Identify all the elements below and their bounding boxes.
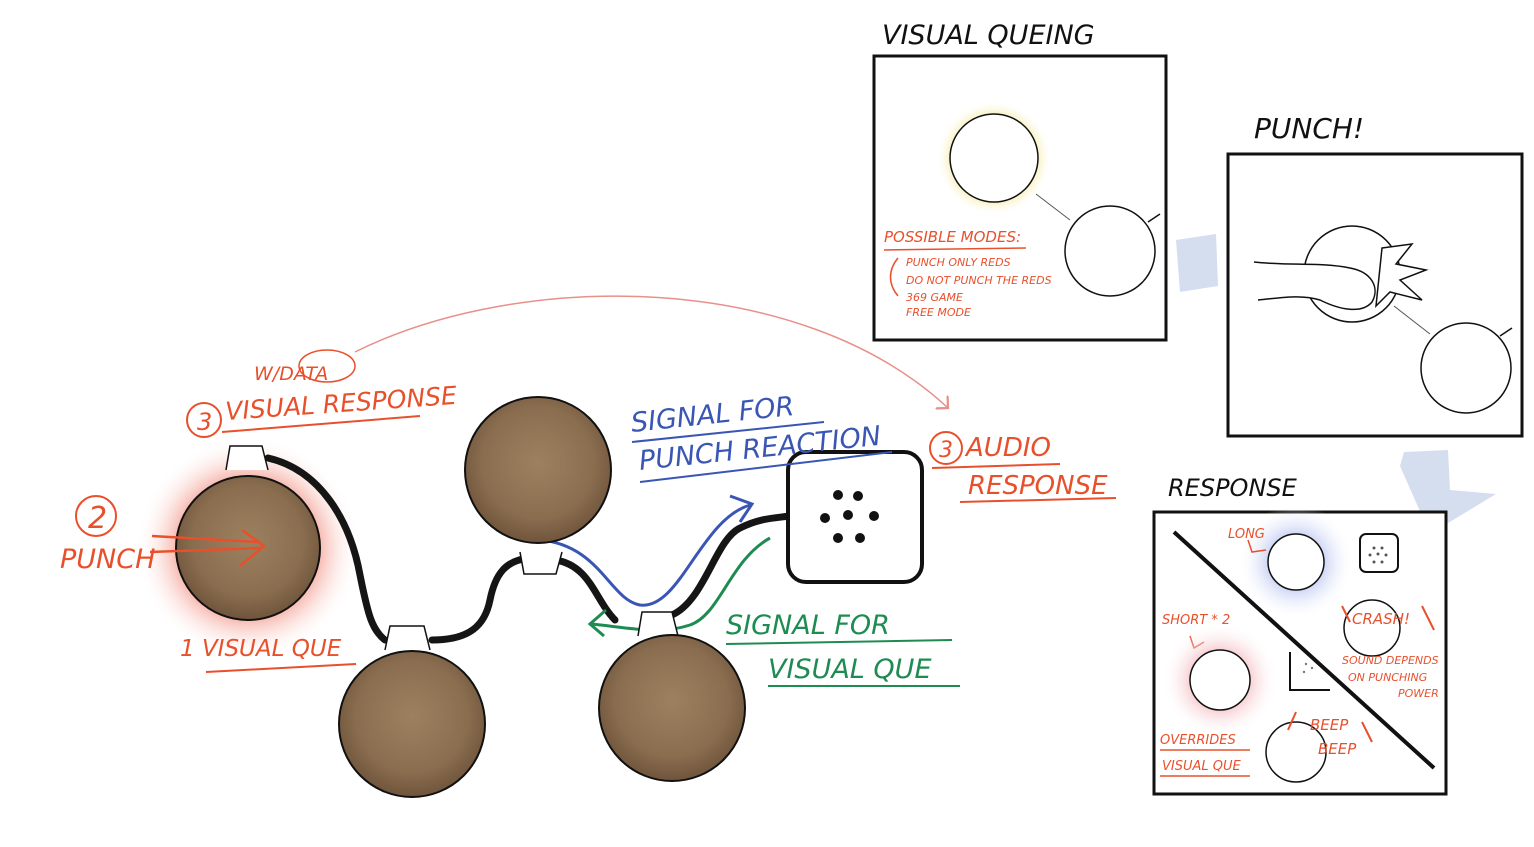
punch-cable [1393, 305, 1431, 335]
connector-pad2 [384, 625, 431, 651]
cable-pad2-to-pad3 [428, 554, 534, 644]
long-pad [1267, 533, 1325, 591]
crash-lines [1341, 605, 1435, 631]
step3b-underline2 [959, 497, 1117, 503]
beep-pad [1265, 721, 1327, 783]
connector-pad1 [225, 445, 269, 471]
panel-punch-title: PUNCH! [1254, 112, 1364, 145]
signal-visual-line2: VISUAL QUE [768, 654, 932, 685]
mini-speaker-2 [1289, 652, 1330, 691]
sound-note-line3: POWER [1398, 687, 1439, 700]
step3b-underline1 [931, 463, 1061, 469]
step3b-circle [929, 431, 963, 465]
overrides-line1: OVERRIDES [1160, 733, 1236, 748]
signal-punch-underline2 [639, 451, 893, 483]
punch-arrows [149, 528, 267, 567]
step3b-label-line2: RESPONSE [968, 471, 1108, 501]
mini-speaker-2-holes [1302, 662, 1314, 674]
step2-circle [75, 495, 117, 537]
cable-pad1-to-pad2 [264, 454, 389, 644]
step1-underline [205, 663, 357, 673]
connector-pad4 [637, 611, 679, 637]
short-pad [1189, 649, 1251, 711]
cable-pad4-to-speaker [668, 512, 794, 619]
panel-response-title: RESPONSE [1168, 474, 1298, 502]
sound-note-line1: SOUND DEPENDS [1342, 654, 1439, 667]
response-divider [1172, 530, 1436, 770]
long-label: LONG [1228, 527, 1265, 542]
cable-pad3-to-pad4 [551, 556, 619, 624]
signal-visual-arrow [591, 536, 771, 632]
mode-2: DO NOT PUNCH THE REDS [906, 274, 1052, 287]
panel-visual-queing-title: VISUAL QUEING [882, 20, 1095, 51]
crash-pad [1343, 599, 1401, 657]
step3a-underline [221, 415, 421, 433]
fist-arm [1253, 261, 1376, 311]
other-pad [1420, 322, 1512, 414]
signal-visual-underline1 [725, 639, 953, 645]
step1-label: 1 VISUAL QUE [180, 636, 342, 662]
mode-4: FREE MODE [906, 306, 971, 319]
step2-number: 2 [88, 501, 107, 536]
flow-arrow-1 [1176, 234, 1218, 292]
speaker-holes [820, 490, 879, 543]
lit-pad [949, 113, 1039, 203]
unlit-pad-connector [1147, 213, 1161, 223]
long-arrow [1247, 539, 1267, 553]
pad-2 [338, 650, 486, 798]
beep1-label: BEEP [1310, 716, 1349, 734]
mode-3: 369 GAME [906, 291, 963, 304]
signal-punch-arrow [539, 503, 751, 607]
unlit-pad [1064, 205, 1156, 297]
modes-heading-underline [883, 247, 1027, 251]
modes-heading: POSSIBLE MODES: [884, 228, 1021, 246]
overrides-line2: VISUAL QUE [1162, 759, 1242, 774]
beep2-label: BEEP [1318, 740, 1357, 758]
step3a-circle [186, 402, 222, 438]
mode-1: PUNCH ONLY REDS [906, 256, 1011, 269]
pad-4 [598, 634, 746, 782]
speaker-box [786, 450, 924, 584]
other-pad-connector [1499, 327, 1513, 337]
connector-pad3 [519, 551, 563, 575]
modes-bracket [889, 257, 899, 297]
signal-visual-line1: SIGNAL FOR [726, 610, 890, 641]
mini-speaker-holes [1368, 546, 1388, 564]
signal-punch-arrowhead [729, 494, 755, 523]
crash-label: CRASH! [1352, 610, 1410, 628]
signal-visual-arrowhead [587, 608, 607, 638]
with-data-circle [298, 349, 356, 383]
step3b-prefix: 3 [939, 438, 953, 463]
data-arc [354, 295, 948, 408]
signal-punch-underline1 [631, 421, 825, 443]
with-data-label: W/DATA [254, 363, 328, 385]
step2-label: PUNCH [60, 544, 155, 575]
impact-burst [1375, 243, 1429, 309]
lit-pad-cable [1035, 193, 1071, 221]
step3b-label-line1: AUDIO [964, 433, 1051, 463]
beep-lines [1287, 711, 1373, 743]
step3a-prefix: 3 [197, 408, 212, 436]
step3a-label: VISUAL RESPONSE [224, 381, 457, 426]
sound-note-line2: ON PUNCHING [1348, 671, 1427, 684]
pad-3 [464, 396, 612, 544]
